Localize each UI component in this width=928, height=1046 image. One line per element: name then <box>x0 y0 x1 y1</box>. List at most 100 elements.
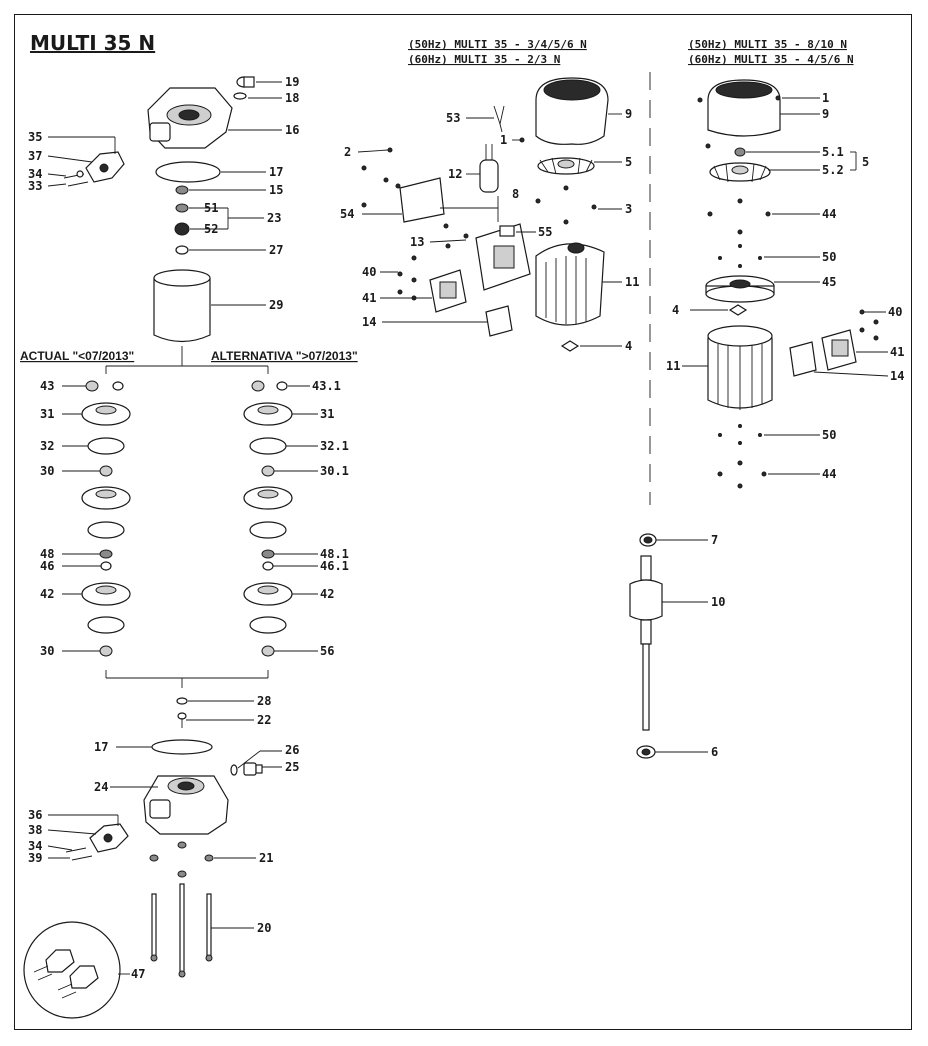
part-41r-terminal-base <box>821 329 857 371</box>
part-22-screw <box>177 712 187 728</box>
callout-48: 48 <box>40 547 54 561</box>
callout-54: 54 <box>340 207 354 221</box>
callout-4: 4 <box>625 339 632 353</box>
callout-2: 2 <box>344 145 351 159</box>
header-col2-60hz: (60Hz) MULTI 35 - 2/3 N <box>408 53 560 66</box>
part-5r-fan <box>709 147 771 183</box>
part-21-nuts <box>149 841 214 878</box>
callout-30: 30 <box>40 464 54 478</box>
callout-38: 38 <box>28 823 42 837</box>
drawing-frame <box>14 14 912 1030</box>
part-7-bearing <box>639 533 657 547</box>
callout-3: 3 <box>625 202 632 216</box>
callout-30b: 30 <box>40 644 54 658</box>
part-4-key <box>560 340 580 352</box>
part-1r-screw-b <box>775 95 781 101</box>
part-13-screws <box>443 223 469 249</box>
part-14-gasket <box>485 305 513 337</box>
callout-24: 24 <box>94 780 108 794</box>
part-screw-r <box>705 143 711 149</box>
callout-43: 43 <box>40 379 54 393</box>
callout-r1: 1 <box>822 91 829 105</box>
part-4r-key <box>728 304 748 316</box>
part-52-seal <box>174 222 190 236</box>
callout-31: 31 <box>40 407 54 421</box>
part-55-terminal-box <box>475 223 531 291</box>
callout-12: 12 <box>448 167 462 181</box>
part-50-washers <box>718 244 762 268</box>
part-24-pump-base <box>143 775 229 835</box>
part-15-bushing <box>175 185 189 195</box>
part-28-washer <box>176 697 188 705</box>
header-col3-50hz: (50Hz) MULTI 35 - 8/10 N <box>688 38 847 51</box>
callout-36: 36 <box>28 808 42 822</box>
callout-r6: 6 <box>711 745 718 759</box>
callout-47: 47 <box>131 967 145 981</box>
part-36-38-flange <box>89 823 129 853</box>
callout-46: 46 <box>40 559 54 573</box>
part-26-ring <box>230 764 238 776</box>
part-16-pump-head <box>147 87 233 149</box>
callout-27: 27 <box>269 243 283 257</box>
part-39-34-bolts <box>65 847 93 861</box>
part-53-wires <box>493 105 505 133</box>
stage-stack-alternativa <box>243 380 293 657</box>
callout-17: 17 <box>269 165 283 179</box>
callout-r5-2: 5.2 <box>822 163 844 177</box>
callout-43-1: 43.1 <box>312 379 341 393</box>
callout-r7: 7 <box>711 533 718 547</box>
callout-46-1: 46.1 <box>320 559 349 573</box>
callout-17b: 17 <box>94 740 108 754</box>
part-41-terminal-base <box>429 269 467 313</box>
part-6-bearing <box>636 745 656 759</box>
callout-20: 20 <box>257 921 271 935</box>
callout-31b: 31 <box>320 407 334 421</box>
part-45-end-shield <box>705 275 775 303</box>
callout-56: 56 <box>320 644 334 658</box>
part-54-gasket <box>399 177 445 223</box>
callout-18: 18 <box>285 91 299 105</box>
part-11-motor-housing <box>535 242 605 326</box>
callout-r50: 50 <box>822 250 836 264</box>
callout-52: 52 <box>204 222 218 236</box>
callout-r44b: 44 <box>822 467 836 481</box>
callout-55: 55 <box>538 225 552 239</box>
part-9r-fan-cover <box>707 79 781 137</box>
part-44-screws <box>707 198 771 235</box>
part-35-37-flange <box>85 151 125 183</box>
callout-11: 11 <box>625 275 639 289</box>
callout-34: 34 <box>28 167 42 181</box>
callout-23: 23 <box>267 211 281 225</box>
callout-r11: 11 <box>666 359 680 373</box>
callout-26: 26 <box>285 743 299 757</box>
part-20-tie-rods <box>150 883 213 978</box>
part-5-fan <box>537 157 595 175</box>
part-44r-screws <box>717 460 767 489</box>
part-25-plug <box>243 762 263 776</box>
callout-48-1: 48.1 <box>320 547 349 561</box>
part-29-sleeve <box>153 269 211 343</box>
callout-40: 40 <box>362 265 376 279</box>
part-50r-washers <box>718 424 762 445</box>
part-33-34-bolts <box>63 170 89 187</box>
callout-14: 14 <box>362 315 376 329</box>
callout-r4: 4 <box>672 303 679 317</box>
part-2-3-screws <box>361 147 597 225</box>
diagram-title: MULTI 35 N <box>30 31 155 55</box>
callout-33: 33 <box>28 179 42 193</box>
header-col3-60hz: (60Hz) MULTI 35 - 4/5/6 N <box>688 53 854 66</box>
callout-19: 19 <box>285 75 299 89</box>
callout-8: 8 <box>512 187 519 201</box>
callout-30-1: 30.1 <box>320 464 349 478</box>
callout-13: 13 <box>410 235 424 249</box>
part-51-ring <box>175 203 189 213</box>
version-actual: ACTUAL "<07/2013" <box>20 349 134 363</box>
callout-15: 15 <box>269 183 283 197</box>
callout-32-1: 32.1 <box>320 439 349 453</box>
callout-25: 25 <box>285 760 299 774</box>
part-40-screws <box>397 255 417 301</box>
part-1-screw <box>519 137 525 143</box>
part-9-fan-cover <box>535 77 609 145</box>
part-27-washer <box>175 245 189 255</box>
part-17b-o-ring <box>151 739 213 755</box>
